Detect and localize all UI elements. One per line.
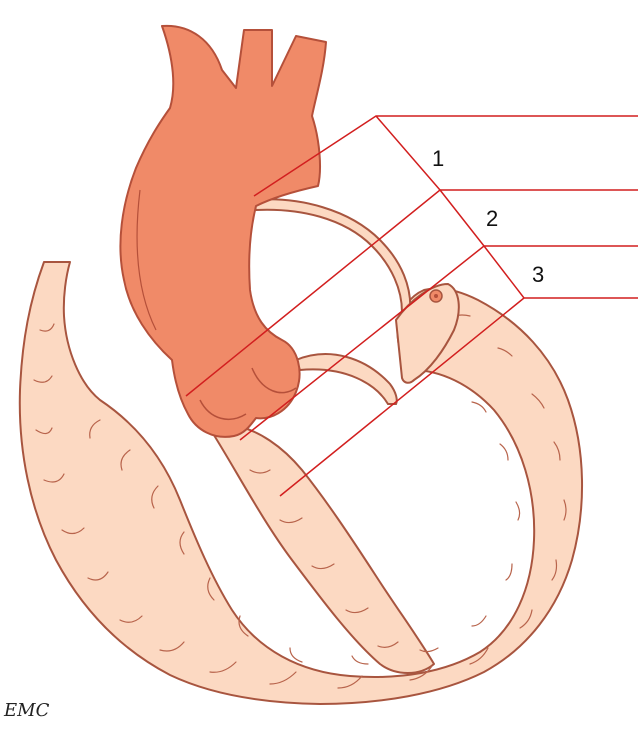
aorta [120, 26, 326, 437]
logo-text: EMC [3, 700, 50, 721]
label-2: 2 [486, 206, 498, 231]
emc-logo: EMC [3, 700, 50, 721]
chordae-leaflet-lower [296, 354, 397, 404]
coronary-ostium-center [434, 294, 438, 298]
label-3: 3 [532, 262, 544, 287]
section-labels: 1 2 3 [432, 146, 544, 287]
mitral-anterior-leaflet [252, 199, 410, 312]
aorta-body [120, 26, 326, 437]
ventricle-wall [20, 262, 582, 704]
label-1: 1 [432, 146, 444, 171]
